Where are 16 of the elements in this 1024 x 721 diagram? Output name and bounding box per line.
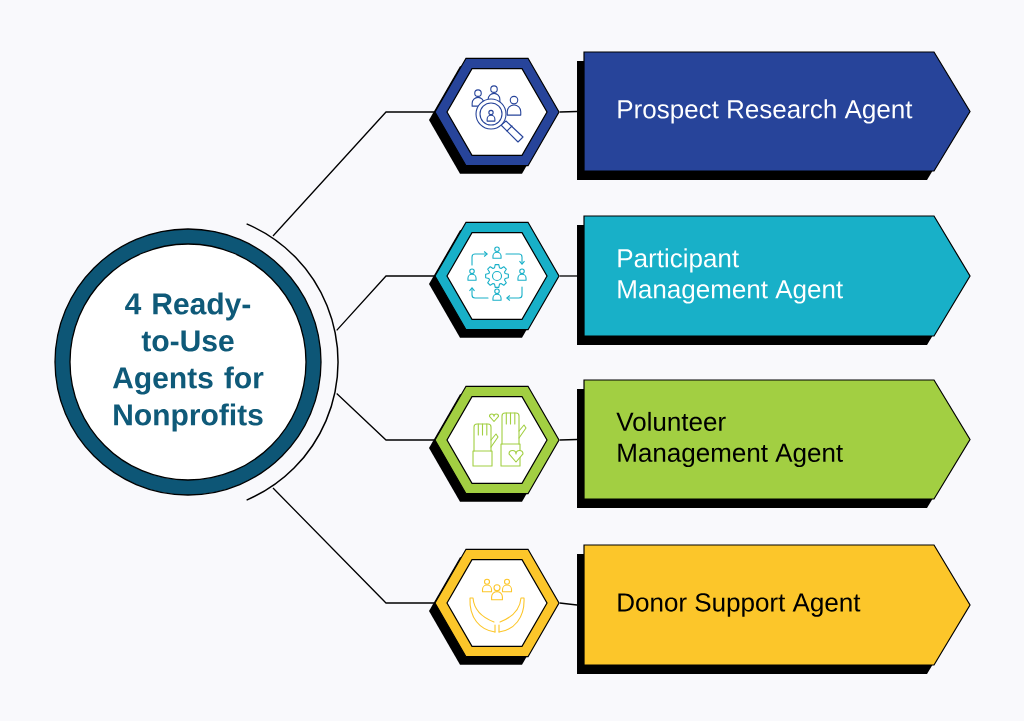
connector-line <box>336 392 435 441</box>
hexagon-badge <box>429 548 560 665</box>
arrow-banner: Donor Support Agent <box>577 544 971 674</box>
connector-line <box>559 110 578 113</box>
connector-line <box>336 275 435 332</box>
arrow-banner: Participant Management Agent <box>577 215 971 345</box>
connector-line <box>559 438 578 441</box>
hexagon-badge <box>429 57 560 174</box>
connector-line <box>272 487 435 604</box>
hexagon-badge <box>429 221 560 338</box>
connector-line <box>272 111 435 237</box>
hexagon-badge <box>429 385 560 502</box>
connector-line <box>559 275 578 277</box>
arrow-banner: Prospect Research Agent <box>577 51 971 180</box>
connector-line <box>559 602 578 606</box>
arrow-banner: Volunteer Management Agent <box>577 379 971 508</box>
